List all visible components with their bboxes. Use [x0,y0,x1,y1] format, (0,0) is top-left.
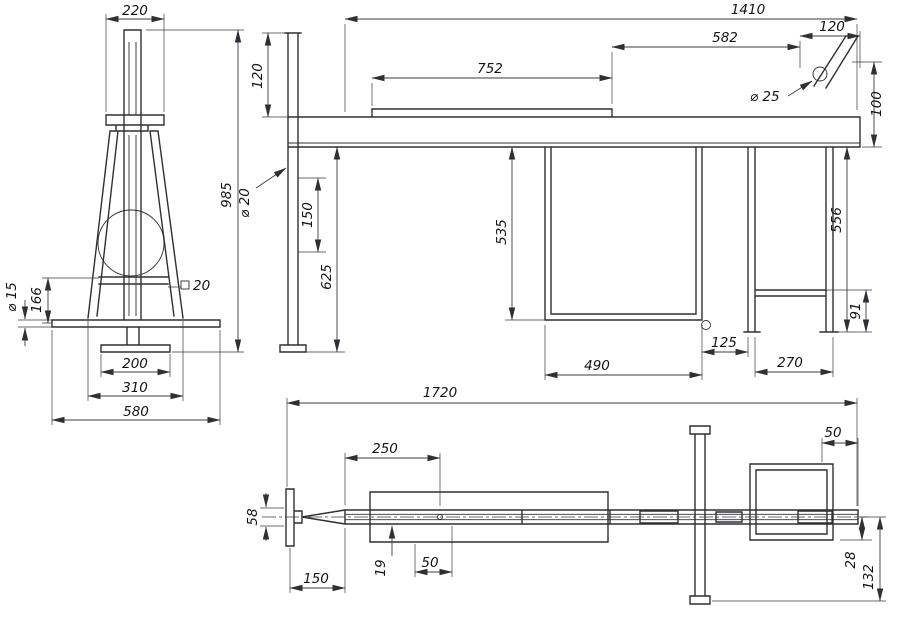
dim-plan-hole-pitch: 50 [421,555,438,571]
dim-plan-tongue-length: 150 [303,571,329,587]
dim-side-hole-dia: ⌀ 25 [750,89,780,105]
dim-front-foot-width: 200 [122,356,148,372]
dim-plan-bar-half-width: 28 [843,551,859,568]
dim-side-frame-height: 556 [829,207,845,233]
dim-side-end-offset: 120 [819,19,845,35]
dim-plan-wall-offset: 19 [373,559,389,576]
leader-d25 [787,80,813,97]
dim-side-mast-below-beam: 625 [319,264,335,290]
dim-side-bracket-spacing: 150 [300,202,316,228]
leader-d20 [255,167,287,189]
dim-side-box-height: 535 [494,219,510,245]
dim-side-box-width: 490 [584,358,610,374]
square-tube-symbol [180,280,190,290]
tongue-hole-circle [437,514,443,520]
dim-plan-overall-length: 1720 [423,385,457,401]
dim-plan-end-overhang: 50 [824,425,841,441]
dim-front-axle-length: 580 [123,404,149,420]
dim-side-end-height: 100 [869,91,885,117]
front-stand-outline [51,29,221,353]
dim-front-plate-width: 220 [122,3,148,19]
side-extension-lines [262,24,882,380]
front-wheel-circle [97,209,165,277]
dim-plan-tongue-to-hole: 250 [372,441,398,457]
dim-front-leg-span: 310 [122,380,148,396]
plan-bar-inner-lines [345,513,858,521]
dim-side-beam-length: 1410 [731,2,765,18]
dim-plan-side-extent: 132 [861,564,877,590]
plan-extension-lines [260,398,886,602]
dim-side-mast-above-beam: 120 [250,63,266,89]
dim-side-frame-width: 270 [777,355,803,371]
dim-plan-tongue-width: 58 [245,508,261,525]
dim-front-tube-size: 20 [193,278,210,294]
hitch-hole-circle [812,66,828,82]
dim-side-rail-height: 91 [848,302,864,319]
plan-view: 1720 250 50 58 150 19 50 28 132 [245,385,886,605]
side-view: 1410 582 120 752 ⌀ 25 100 120 ⌀ 20 150 6… [237,2,885,380]
dim-side-plate-length: 752 [477,61,503,77]
side-frame-outline [279,32,861,353]
pivot-bolt-circle [701,320,711,330]
front-view: 220 985 166 ⌀ 15 20 200 310 580 [4,3,244,425]
front-mast-inner-lines [128,42,137,316]
dim-side-box-to-frame: 125 [711,335,737,351]
dim-front-axle-dia: ⌀ 15 [4,282,20,312]
dim-side-pin-dia: ⌀ 20 [237,188,253,218]
dim-side-rear-offset: 582 [712,30,738,46]
dim-front-overall-height: 985 [219,182,235,208]
dim-front-brace-to-axle: 166 [29,287,45,313]
